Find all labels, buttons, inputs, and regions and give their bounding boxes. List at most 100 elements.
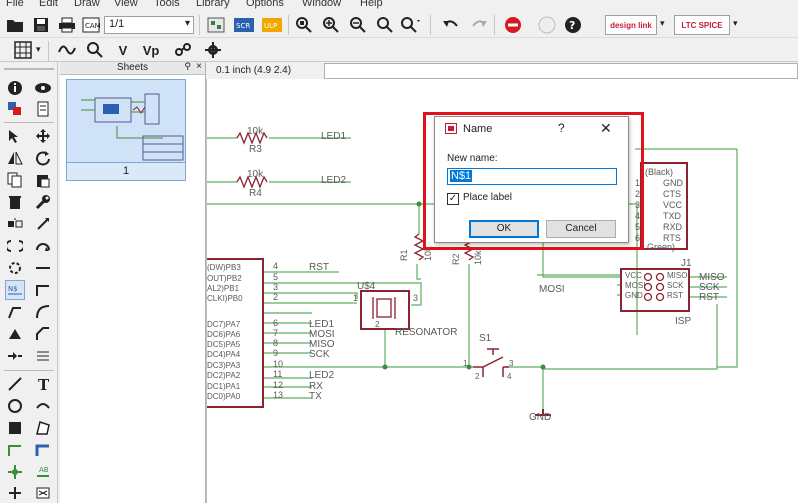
undo-icon[interactable] [440,14,462,36]
mcu-net-label: LED1 [309,319,334,330]
probe-icon[interactable] [84,39,106,61]
circle-icon[interactable] [5,396,25,416]
zoom-out-icon[interactable] [347,14,369,36]
net-class-icon[interactable] [33,258,53,278]
close-icon[interactable]: ✕ [600,120,612,136]
sheet-number-label[interactable]: 1 [66,163,186,181]
attribute-icon[interactable] [33,483,53,503]
help-icon[interactable]: ? [558,121,565,135]
mcu-pin-label: DC7)PA7 [207,320,241,329]
redo-icon[interactable] [468,14,490,36]
r2-value: 10k [473,250,483,265]
save-icon[interactable] [30,14,52,36]
miter-icon[interactable] [33,324,53,344]
chevron-down-icon[interactable]: ▾ [733,18,738,28]
list-icon[interactable] [33,346,53,366]
change-icon[interactable] [33,214,53,234]
help-icon[interactable]: ? [562,14,584,36]
menu-view[interactable]: View [114,0,138,9]
menu-window[interactable]: Window [302,0,342,9]
line-icon[interactable] [5,374,25,394]
smash-icon[interactable] [33,236,53,256]
move-icon[interactable] [33,126,53,146]
new-name-value: N$1 [450,170,473,182]
ulp-icon[interactable]: ULP [260,14,284,36]
dialog-titlebar[interactable]: Name ? ✕ [435,117,628,141]
bus-icon[interactable] [33,440,53,460]
menu-draw[interactable]: Draw [74,0,100,9]
menu-library[interactable]: Library [196,0,230,9]
r2-name: R2 [451,253,461,265]
design-link-button[interactable]: design link [605,15,657,35]
connect-icon[interactable] [172,39,194,61]
net-rst-label: RST [699,292,719,303]
voltage-phase-button[interactable]: Vp [142,42,160,58]
menu-help[interactable]: Help [360,0,383,9]
net-icon[interactable] [5,440,25,460]
j1-name: J1 [681,258,692,269]
lt-spice-button[interactable]: LTC SPICE [674,15,730,35]
ok-button[interactable]: OK [469,220,539,238]
label-icon[interactable]: AB [33,462,53,482]
grid-icon[interactable] [12,39,34,61]
scr-script-icon[interactable]: SCR [232,14,256,36]
label-selected-icon[interactable]: N$ [5,280,25,300]
rotate-icon[interactable] [33,148,53,168]
swap-gate-icon[interactable] [5,236,25,256]
layer-select-icon[interactable] [33,99,53,119]
board-icon[interactable] [205,14,227,36]
print-icon[interactable] [56,14,78,36]
sheet-thumbnail[interactable] [66,79,186,163]
pin-icon[interactable]: ⚲ [184,61,191,71]
zoom-fit-icon[interactable] [293,14,315,36]
mcu-pin-label: DC2)PA2 [207,371,241,380]
gear-icon[interactable] [202,39,224,61]
cam-icon[interactable]: CAM [80,14,102,36]
simulate-icon[interactable] [56,39,78,61]
rectangle-icon[interactable] [5,418,25,438]
zoom-area-icon[interactable] [400,14,422,36]
arc-icon[interactable] [33,302,53,322]
zoom-in-icon[interactable] [320,14,342,36]
command-line-input[interactable] [324,63,798,79]
place-label-checkbox[interactable]: ✓ [447,193,459,205]
join-icon[interactable] [5,346,25,366]
chevron-down-icon[interactable]: ▾ [660,18,665,28]
menu-tools[interactable]: Tools [154,0,180,9]
arc-tool-icon[interactable] [33,396,53,416]
eye-icon[interactable] [33,78,53,98]
open-folder-icon[interactable] [4,14,26,36]
stop-icon[interactable] [502,14,524,36]
zoom-redraw-icon[interactable] [374,14,396,36]
menu-edit[interactable]: Edit [39,0,58,9]
delete-icon[interactable] [5,192,25,212]
paste-icon[interactable] [33,170,53,190]
voltage-probe-button[interactable]: V [118,42,128,58]
menu-options[interactable]: Options [246,0,284,9]
split-icon[interactable] [5,258,25,278]
info-icon[interactable] [5,78,25,98]
polygon-icon[interactable] [33,418,53,438]
select-icon[interactable] [5,126,25,146]
menu-file[interactable]: File [6,0,24,9]
go-icon[interactable] [536,14,558,36]
bend-icon[interactable] [33,280,53,300]
mirror-icon[interactable] [5,148,25,168]
copy-icon[interactable] [5,170,25,190]
sheet-select[interactable]: 1/1▾ [104,16,194,34]
resonator-outline [360,290,410,330]
wire-icon[interactable] [5,302,25,322]
cancel-button[interactable]: Cancel [546,220,616,238]
wrench-icon[interactable] [33,192,53,212]
menu-bar: File Edit Draw View Tools Library Option… [0,0,798,12]
close-icon[interactable]: × [196,61,202,72]
new-name-input[interactable]: N$1 [447,168,617,185]
add-icon[interactable] [5,483,25,503]
text-icon[interactable]: T [33,374,53,394]
ripup-icon[interactable] [5,324,25,344]
layer-icon[interactable] [5,99,25,119]
chevron-down-icon[interactable]: ▾ [36,44,41,54]
switch-name: S1 [479,333,492,344]
junction-icon[interactable] [5,462,25,482]
replace-icon[interactable] [5,214,25,234]
